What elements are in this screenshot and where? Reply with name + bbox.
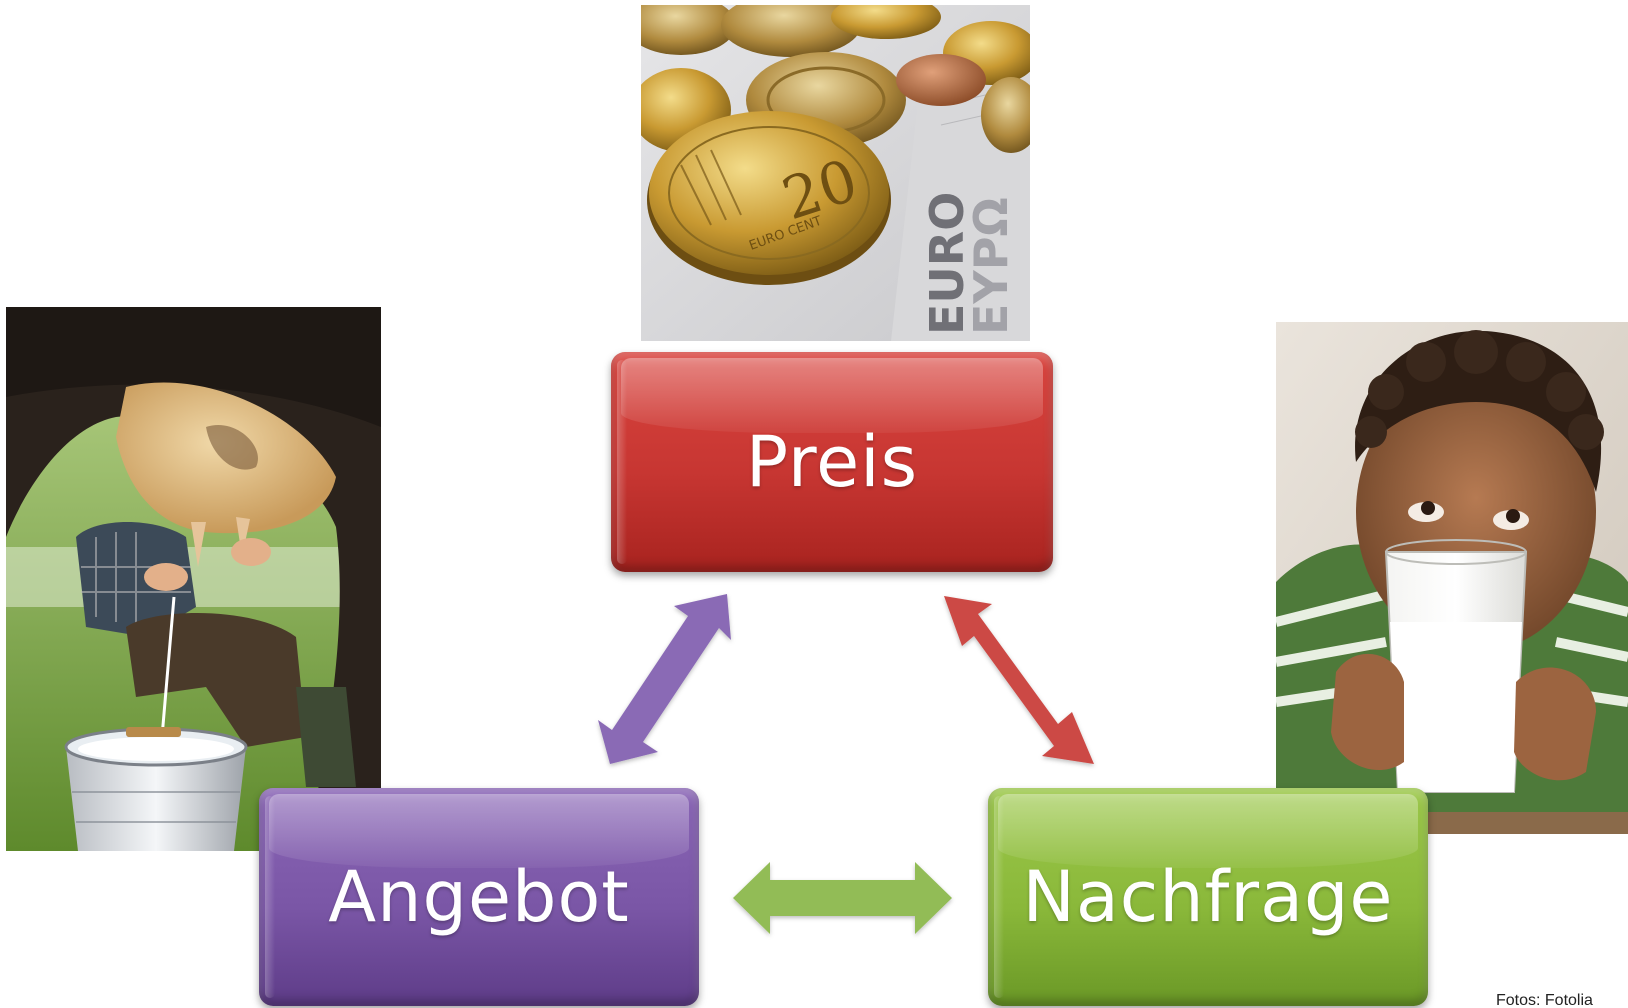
milking-cow-photo (6, 307, 381, 851)
supply-price-arrow (598, 594, 731, 764)
euro-coins-photo: 20 EURO CENT EURO ΕΥΡΩ (641, 5, 1030, 341)
supply-box: Angebot (259, 788, 699, 1006)
price-label: Preis (745, 421, 919, 503)
banknote-greek-text: ΕΥΡΩ (964, 197, 1018, 335)
photo-credit: Fotos: Fotolia (1496, 992, 1593, 1008)
demand-box: Nachfrage (988, 788, 1428, 1006)
child-drinking-milk-photo (1276, 322, 1628, 834)
supply-demand-arrow (733, 862, 952, 934)
price-box: Preis (611, 352, 1053, 572)
supply-label: Angebot (328, 856, 630, 938)
banknote-euro-text: EURO (920, 192, 974, 335)
demand-label: Nachfrage (1022, 856, 1394, 938)
price-demand-arrow (944, 596, 1094, 764)
